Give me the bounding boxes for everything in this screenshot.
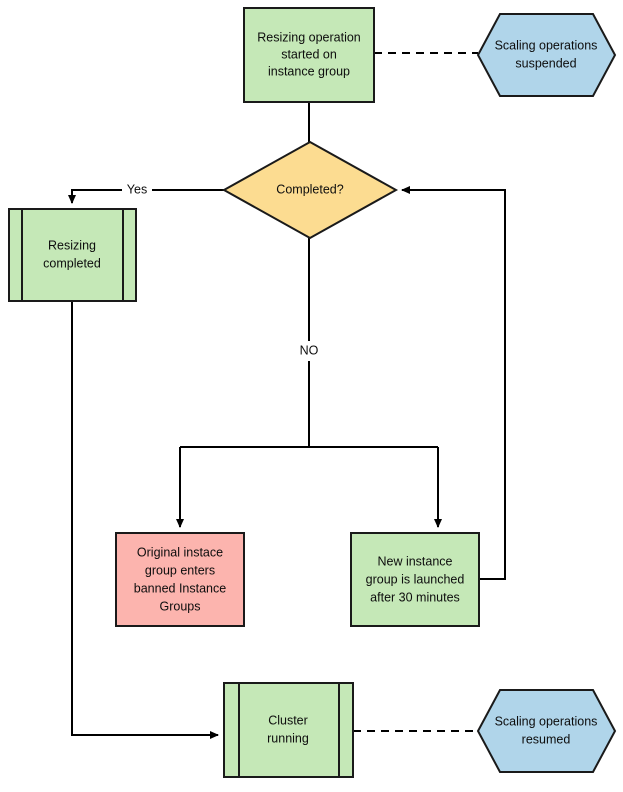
node-new-group-launched[interactable]: New instance group is launched after 30 … — [350, 532, 480, 627]
new-group-launched-line-1: New instance — [377, 554, 452, 568]
new-group-launched-line-2: group is launched — [366, 572, 465, 586]
node-scaling-suspended[interactable]: Scaling operations suspended — [476, 13, 617, 97]
cluster-running-box[interactable] — [223, 682, 354, 778]
original-group-banned-line-2: group enters — [145, 563, 215, 577]
scaling-suspended-line-1: Scaling operations — [495, 38, 598, 52]
resizing-started-line-3: instance group — [268, 64, 350, 78]
scaling-resumed-line-2: resumed — [522, 732, 571, 746]
edge-new-group-retry — [401, 186, 506, 580]
node-original-group-banned[interactable]: Original instace group enters banned Ins… — [115, 532, 245, 627]
resizing-started-line-1: Resizing operation — [257, 30, 361, 44]
new-group-launched-line-3: after 30 minutes — [370, 590, 460, 604]
node-cluster-running[interactable]: Cluster running — [223, 682, 354, 778]
completed-decision-diamond[interactable] — [221, 140, 399, 240]
scaling-resumed-hexagon[interactable] — [476, 689, 617, 773]
edge-label-no: NO — [300, 343, 319, 357]
edge-decision-yes — [68, 189, 224, 204]
resizing-completed-line-1: Resizing — [48, 238, 96, 252]
edge-resizing-completed-to-cluster — [71, 301, 219, 739]
original-group-banned-line-4: Groups — [160, 599, 201, 613]
edge-label-yes-bg — [122, 180, 152, 200]
resizing-completed-box[interactable] — [8, 208, 137, 302]
new-group-launched-box[interactable] — [350, 532, 480, 627]
node-resizing-started[interactable]: Resizing operation started on instance g… — [243, 7, 375, 103]
original-group-banned-line-1: Original instace — [137, 545, 223, 559]
node-scaling-resumed[interactable]: Scaling operations resumed — [476, 689, 617, 773]
resizing-started-line-2: started on — [281, 47, 337, 61]
edge-label-no-bg — [292, 341, 326, 361]
resizing-completed-line-2: completed — [43, 256, 101, 270]
cluster-running-line-2: running — [267, 731, 309, 745]
completed-decision-label: Completed? — [276, 182, 343, 196]
original-group-banned-box[interactable] — [115, 532, 245, 627]
original-group-banned-line-3: banned Instance — [134, 581, 226, 595]
scaling-suspended-line-2: suspended — [515, 56, 576, 70]
cluster-running-line-1: Cluster — [268, 713, 308, 727]
resizing-started-box[interactable] — [243, 7, 375, 103]
node-resizing-completed[interactable]: Resizing completed — [8, 208, 137, 302]
scaling-suspended-hexagon[interactable] — [476, 13, 617, 97]
node-completed-decision[interactable]: Completed? — [221, 140, 399, 240]
edge-label-yes: Yes — [127, 182, 147, 196]
scaling-resumed-line-1: Scaling operations — [495, 714, 598, 728]
